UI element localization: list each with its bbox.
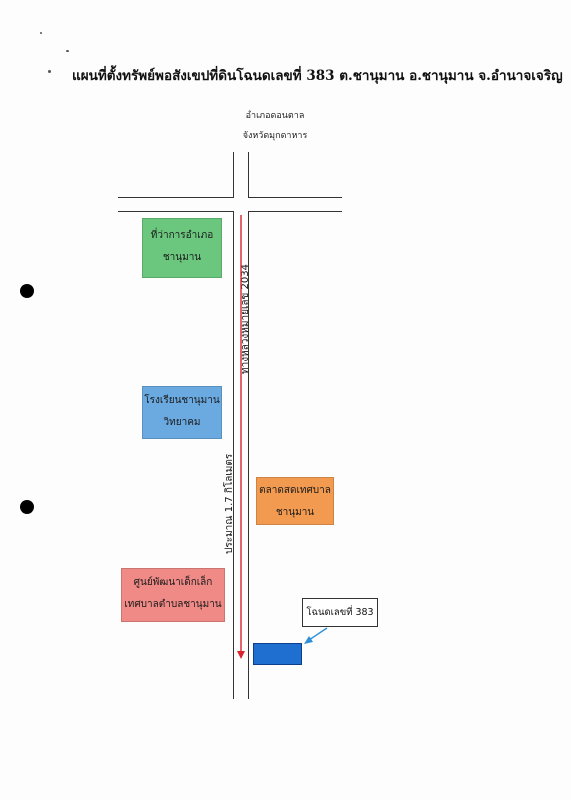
direction-district: อำเภอดอนตาล: [245, 111, 305, 121]
school-sublabel: วิทยาคม: [163, 417, 201, 428]
scan-speck: [66, 50, 69, 52]
map-title: แผนที่ตั้งทรัพย์พอสังเขปที่ดินโฉนดเลขที่…: [72, 68, 563, 84]
road-line: [118, 197, 234, 198]
school-label: โรงเรียนชานุมาน: [144, 395, 220, 406]
road-line: [233, 152, 234, 197]
parcel-marker: [253, 643, 302, 665]
scan-speck: [40, 32, 42, 34]
market-box: ตลาดสดเทศบาล ชานุมาน: [256, 477, 334, 525]
road-line: [248, 211, 342, 212]
market-sublabel: ชานุมาน: [275, 507, 315, 518]
district-office-sublabel: ชานุมาน: [162, 252, 202, 263]
punch-hole: [20, 500, 34, 514]
road-line: [248, 197, 342, 198]
road-line: [233, 211, 234, 699]
road-line: [118, 211, 234, 212]
callout-arrow-head: [304, 636, 313, 644]
parcel-callout: โฉนดเลขที่ 383: [302, 598, 378, 627]
childcare-label: ศูนย์พัฒนาเด็กเล็ก: [133, 577, 213, 588]
callout-arrow-line: [308, 627, 328, 641]
direction-province: จังหวัดมุกดาหาร: [242, 131, 308, 141]
scan-speck: [48, 70, 51, 73]
route-arrow-head: [237, 651, 245, 659]
school-box: โรงเรียนชานุมาน วิทยาคม: [142, 386, 222, 439]
market-label: ตลาดสดเทศบาล: [259, 485, 331, 496]
district-office-box: ที่ว่าการอำเภอ ชานุมาน: [142, 218, 222, 278]
road-line: [248, 152, 249, 197]
childcare-box: ศูนย์พัฒนาเด็กเล็ก เทศบาลตำบลชานุมาน: [121, 568, 225, 622]
childcare-sublabel: เทศบาลตำบลชานุมาน: [124, 599, 222, 610]
punch-hole: [20, 284, 34, 298]
district-office-label: ที่ว่าการอำเภอ: [150, 230, 214, 241]
road-line: [248, 211, 249, 699]
